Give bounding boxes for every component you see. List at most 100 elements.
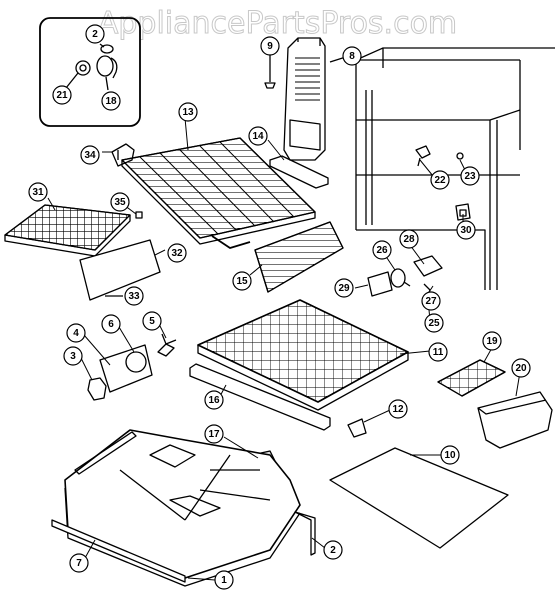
- bracket-part-4: [99, 344, 153, 393]
- callout-circle: [101, 314, 121, 334]
- callout-22: 22: [430, 170, 450, 190]
- callout-20: 20: [511, 358, 531, 378]
- callout-number: 11: [433, 347, 444, 358]
- inset-panel: [39, 17, 141, 127]
- knob-part-18: [96, 55, 114, 77]
- callout-8: 8: [342, 46, 362, 66]
- callout-number: 19: [486, 336, 498, 347]
- bracket-part-22: [415, 145, 431, 167]
- callout-circle: [428, 342, 448, 362]
- callout-26: 26: [372, 240, 392, 260]
- callout-circle: [424, 313, 444, 333]
- handle-part-14: [269, 155, 329, 189]
- callout-19: 19: [482, 331, 502, 351]
- callout-1: 1: [214, 570, 234, 590]
- callout-13: 13: [178, 102, 198, 122]
- callout-16: 16: [204, 390, 224, 410]
- clip-part-2: [100, 44, 114, 54]
- screw-part-23: [456, 152, 464, 160]
- callout-circle: [232, 271, 252, 291]
- bin-part-20: [477, 391, 553, 449]
- callout-circle: [342, 46, 362, 66]
- callout-number: 6: [108, 319, 114, 330]
- callout-4: 4: [66, 323, 86, 343]
- callout-circle: [110, 192, 130, 212]
- callout-circle: [204, 390, 224, 410]
- callout-21: 21: [52, 85, 72, 105]
- callout-number: 16: [208, 395, 220, 406]
- callout-number: 3: [70, 351, 76, 362]
- callout-circle: [66, 323, 86, 343]
- callout-3: 3: [63, 346, 83, 366]
- light-assembly: [367, 255, 443, 301]
- rail-part-2: [294, 511, 316, 556]
- callout-number: 20: [515, 363, 527, 374]
- callout-number: 18: [105, 96, 117, 107]
- bracket-part-12: [347, 418, 367, 438]
- callout-circle: [214, 570, 234, 590]
- callout-circle: [85, 24, 105, 44]
- callout-circle: [52, 85, 72, 105]
- callout-circle: [101, 91, 121, 111]
- callout-number: 15: [236, 276, 248, 287]
- bulb-part-26: [390, 268, 406, 288]
- callout-29: 29: [334, 278, 354, 298]
- watermark: AppliancePartsPros.com: [97, 6, 458, 42]
- housing-part-28: [413, 255, 443, 277]
- callout-number: 23: [464, 171, 476, 182]
- callout-18: 18: [101, 91, 121, 111]
- callout-9: 9: [260, 36, 280, 56]
- callout-circle: [142, 311, 162, 331]
- callout-number: 2: [330, 545, 336, 556]
- callout-circle: [372, 240, 392, 260]
- callout-number: 7: [76, 558, 82, 569]
- callout-number: 31: [32, 187, 44, 198]
- callout-number: 2: [92, 29, 98, 40]
- fan-assembly: [87, 333, 177, 401]
- bracket-part-34: [111, 143, 135, 167]
- callout-circle: [69, 553, 89, 573]
- callout-circle: [28, 182, 48, 202]
- callout-circle: [260, 36, 280, 56]
- callout-35: 35: [110, 192, 130, 212]
- callout-number: 4: [73, 328, 79, 339]
- callout-number: 13: [182, 107, 194, 118]
- callout-circle: [80, 145, 100, 165]
- callout-circle: [323, 540, 343, 560]
- callout-2a: 2: [85, 24, 105, 44]
- callout-number: 30: [460, 225, 472, 236]
- callout-circle: [248, 126, 268, 146]
- callout-circle: [167, 243, 187, 263]
- fan-blade-part-5: [157, 333, 177, 357]
- callout-circle: [430, 170, 450, 190]
- callout-17: 17: [204, 424, 224, 444]
- callout-28: 28: [399, 229, 419, 249]
- callout-2b: 2: [323, 540, 343, 560]
- callout-32: 32: [167, 243, 187, 263]
- callout-number: 21: [56, 90, 68, 101]
- screw-part-9: [264, 55, 276, 89]
- crisper-shelf-part-11: [197, 299, 409, 411]
- callout-number: 33: [128, 291, 140, 302]
- cover-part-15: [254, 221, 344, 293]
- callout-10: 10: [440, 445, 460, 465]
- callout-circle: [388, 399, 408, 419]
- callout-circle: [204, 424, 224, 444]
- callout-number: 35: [114, 197, 126, 208]
- switch-part-30: [455, 203, 471, 221]
- callout-circle: [482, 331, 502, 351]
- callout-circle: [456, 220, 476, 240]
- callout-circle: [460, 166, 480, 186]
- callout-number: 29: [338, 283, 350, 294]
- callout-14: 14: [248, 126, 268, 146]
- callout-31: 31: [28, 182, 48, 202]
- callout-34: 34: [80, 145, 100, 165]
- callout-15: 15: [232, 271, 252, 291]
- callout-30: 30: [456, 220, 476, 240]
- cap-part-21: [75, 60, 91, 76]
- rail-part-16: [189, 363, 331, 431]
- callout-circle: [511, 358, 531, 378]
- callout-number: 5: [149, 316, 155, 327]
